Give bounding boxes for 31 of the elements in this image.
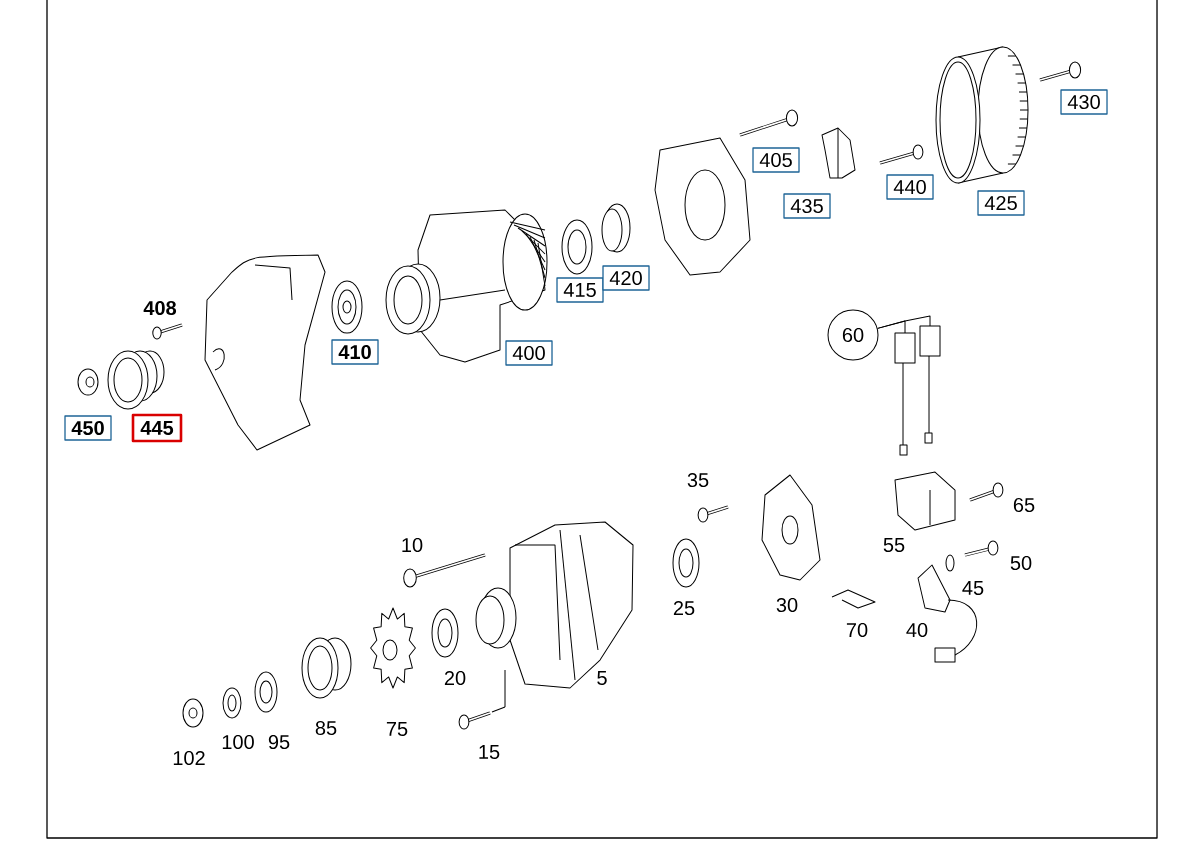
callout-number: 102 [173,750,205,766]
callout-box: 410 [331,339,379,365]
callout-number: 85 [315,720,337,736]
callout-box: 435 [783,193,831,219]
callout-number: 10 [402,537,423,553]
callout-number: 65 [1013,497,1035,513]
callout-number: 75 [386,722,408,736]
callout-box: 400 [505,340,553,366]
callout-number: 5 [597,671,607,685]
callout-number: 40 [906,622,928,638]
callout-number: 25 [673,600,695,616]
callout-box: 450 [64,415,112,441]
callout-box: 445 [131,413,183,443]
callout-number: 35 [687,472,709,488]
callout-box: 440 [886,174,934,200]
callout-number: 45 [962,581,984,595]
callout-number: 408 [143,300,177,316]
callout-number: 15 [479,745,500,759]
callout-number: 50 [1010,555,1032,571]
callout-number: 20 [444,670,466,686]
callout-box: 405 [752,147,800,173]
callout-number: 70 [846,622,868,638]
callout-box: 420 [602,265,650,291]
leader-line [877,315,931,329]
callout-number: 95 [268,734,290,750]
callout-box: 425 [977,190,1025,216]
callout-number: 100 [222,734,254,750]
callout-box: 415 [556,277,604,303]
callout-number: 55 [883,538,905,552]
callout-box: 430 [1060,89,1108,115]
callout-number: 30 [776,597,798,613]
